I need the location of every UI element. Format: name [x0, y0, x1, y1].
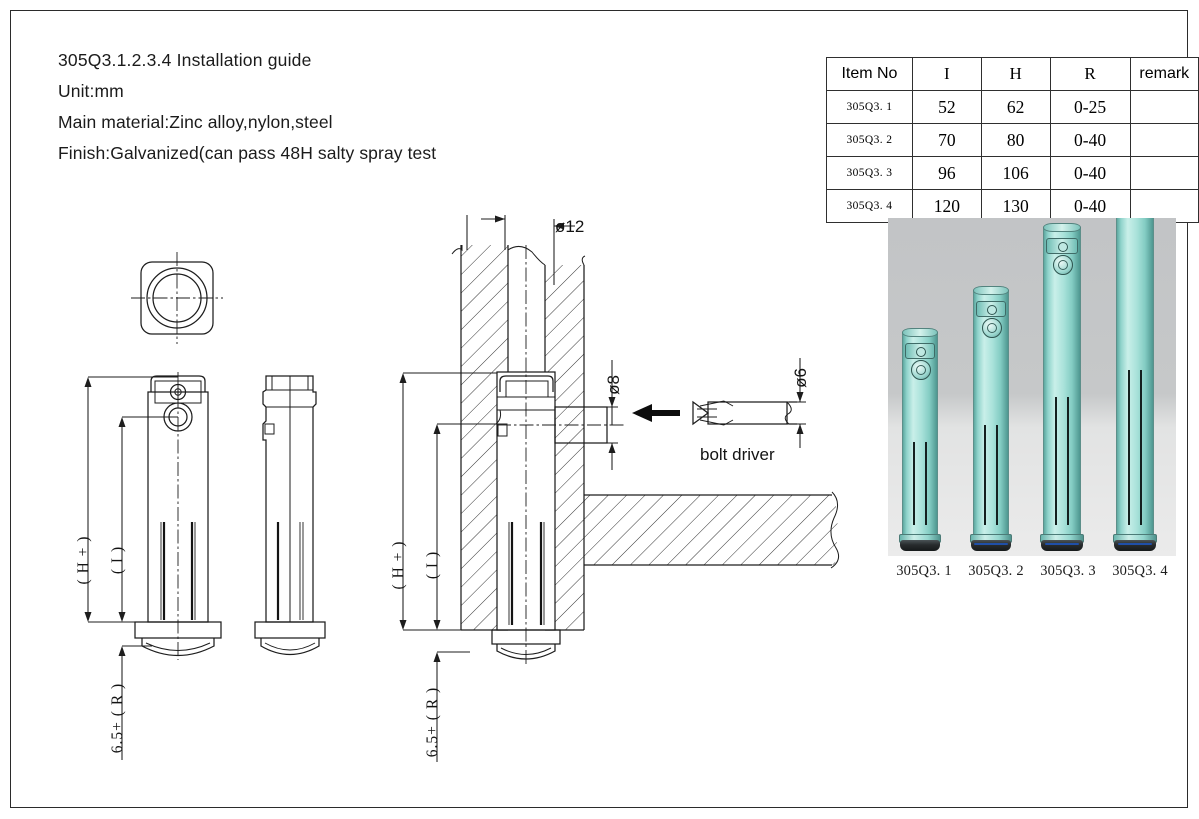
table-row: 305Q3. 1 52 62 0-25: [826, 90, 1199, 124]
product-photo-panel: [888, 218, 1176, 556]
col-i: I: [911, 57, 982, 91]
cell-i: 52: [911, 90, 982, 124]
cell-remark: [1129, 156, 1199, 190]
cell-h: 80: [980, 123, 1051, 157]
col-r: R: [1049, 57, 1131, 91]
product-anchor-3: [1040, 218, 1084, 551]
spec-table: Item No I H R remark 305Q3. 1 52 62 0-25…: [826, 57, 1199, 223]
cell-h: 62: [980, 90, 1051, 124]
product-anchor-2: [970, 281, 1012, 551]
title-line-1: 305Q3.1.2.3.4 Installation guide: [58, 50, 312, 70]
table-row: 305Q3. 3 96 106 0-40: [826, 156, 1199, 190]
col-remark: remark: [1129, 57, 1199, 91]
cell-item: 305Q3. 3: [826, 156, 913, 190]
cell-item: 305Q3. 1: [826, 90, 913, 124]
caption-anchor-3: 305Q3. 3: [1040, 563, 1096, 579]
cell-remark: [1129, 90, 1199, 124]
table-row: 305Q3. 2 70 80 0-40: [826, 123, 1199, 157]
title-line-finish: Finish:Galvanized(can pass 48H salty spr…: [58, 143, 437, 163]
caption-anchor-1: 305Q3. 1: [896, 563, 952, 579]
caption-anchor-4: 305Q3. 4: [1112, 563, 1168, 579]
cell-r: 0-40: [1049, 156, 1131, 190]
cell-h: 130: [980, 189, 1051, 223]
cell-remark: [1129, 123, 1199, 157]
cell-item: 305Q3. 2: [826, 123, 913, 157]
caption-anchor-2: 305Q3. 2: [968, 563, 1024, 579]
cell-remark: [1129, 189, 1199, 223]
cell-r: 0-25: [1049, 90, 1131, 124]
cell-i: 70: [911, 123, 982, 157]
title-line-unit: Unit:mm: [58, 81, 124, 101]
cell-item: 305Q3. 4: [826, 189, 913, 223]
cell-i: 96: [911, 156, 982, 190]
product-photo-captions: 305Q3. 1 305Q3. 2 305Q3. 3 305Q3. 4: [888, 563, 1176, 585]
cell-r: 0-40: [1049, 123, 1131, 157]
product-anchor-1: [899, 323, 941, 551]
table-header-row: Item No I H R remark: [826, 57, 1199, 91]
col-item-no: Item No: [826, 57, 913, 91]
title-block: 305Q3.1.2.3.4 Installation guide Unit:mm…: [58, 50, 618, 176]
title-line-material: Main material:Zinc alloy,nylon,steel: [58, 112, 333, 132]
product-anchor-4: [1113, 218, 1157, 551]
cell-h: 106: [980, 156, 1051, 190]
col-h: H: [980, 57, 1051, 91]
